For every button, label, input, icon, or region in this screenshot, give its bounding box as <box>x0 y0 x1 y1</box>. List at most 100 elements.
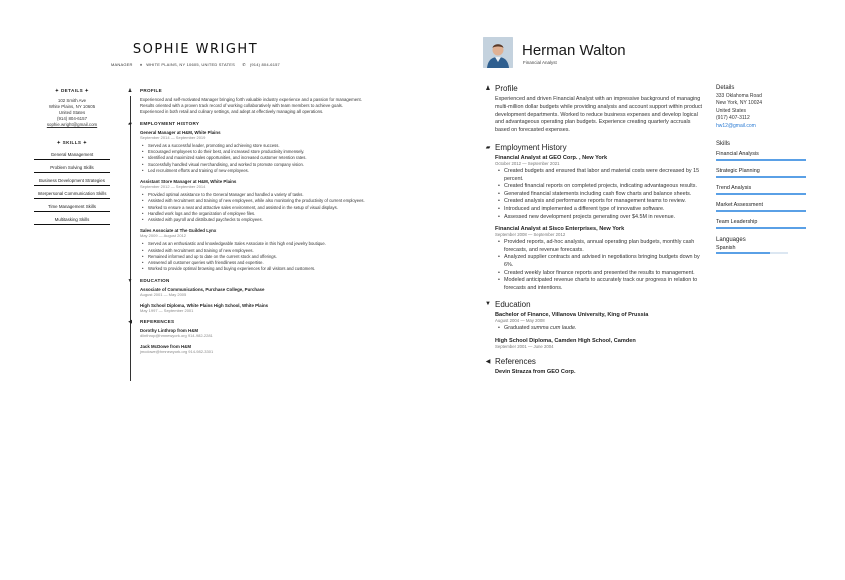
timeline-line <box>129 285 131 330</box>
education-entry: Bachelor of Finance, Villanova Universit… <box>495 312 706 333</box>
job-bullet: Introduced and implemented a different t… <box>495 206 706 214</box>
details-line: (917) 407-3112 <box>716 115 750 122</box>
contact-line: MANAGER ♦WHITE PLAINS, NY 10605, UNITED … <box>18 62 373 67</box>
skill-item: Market Assessment <box>716 200 806 213</box>
job-date: September 2014 — September 2019 <box>140 135 206 140</box>
avatar-photo <box>483 37 513 68</box>
job-entry: Financial Analyst at Sisco Enterprises, … <box>495 226 706 292</box>
skills-heading: ✦ SKILLS ✦ <box>56 140 88 145</box>
job-bullet: Led recruitment efforts and training of … <box>140 168 366 174</box>
job-bullet: Served as an enthusiastic and knowledgea… <box>140 241 366 247</box>
job-bullet: Provided optimal assistance to the Gener… <box>140 192 366 198</box>
job-bullet: Created financial reports on completed p… <box>495 183 706 191</box>
skill-item: Business Development Strategies <box>34 176 110 186</box>
job-bullet: Provided reports, ad-hoc analysis, annua… <box>495 239 706 254</box>
job-title: General Manager at H&M, White Plains <box>140 130 221 135</box>
job-bullet: Successfully handled visual merchandisin… <box>140 162 366 168</box>
person-icon: ♟ <box>127 88 133 94</box>
details-line: 333 Oklahoma Road <box>716 93 762 99</box>
job-bullet: Created budgets and ensured that labor a… <box>495 168 706 183</box>
job-bullet: Served as a successful leader, promoting… <box>140 143 366 149</box>
job-date: May 2009 — August 2012 <box>140 233 187 239</box>
education-title: High School Diploma, White Plains High S… <box>140 302 269 308</box>
briefcase-icon: ▰ <box>485 144 491 151</box>
job-title: Sales Associate at The Guilded Lynx <box>140 228 217 234</box>
education-section: ▼ EDUCATION Associate of Communications,… <box>126 277 366 330</box>
education-title: Associate of Communications, Purchase Co… <box>140 286 265 292</box>
section-title: EDUCATION <box>140 277 170 283</box>
education-section: ▼ Education Bachelor of Finance, Villano… <box>484 300 706 349</box>
job-bullet: Analyzed supplier contracts and advised … <box>495 254 706 269</box>
job-bullet: Assisted with recruitment and training o… <box>140 248 366 254</box>
profile-text: Experienced and driven Financial Analyst… <box>495 96 703 134</box>
job-date: September 2012 — September 2014 <box>140 184 206 190</box>
section-title: Education <box>495 300 531 310</box>
resume-herman-walton: Herman Walton Financial Analyst ♟ Profil… <box>476 30 831 550</box>
skill-item: Problem Solving Skills <box>34 163 110 173</box>
job-bullet: Handled work logs and the organization o… <box>140 211 366 217</box>
education-bullet: Graduated summa cum laude. <box>495 325 706 333</box>
details-line: United States <box>58 110 86 115</box>
job-title: Assistant Store Manager at H&M, White Pl… <box>140 179 237 185</box>
resume-role: Financial Analyst <box>523 60 557 65</box>
left-sidebar: ✦ DETAILS ✦ 102 Smith Ave White Plains, … <box>24 88 120 228</box>
education-entry: High School Diploma, Camden High School,… <box>495 338 706 349</box>
skill-item: Trend Analysis <box>716 183 806 196</box>
reference-name: Jack McDowe from H&M <box>140 343 191 349</box>
contact-address: WHITE PLAINS, NY 10605, UNITED STATES <box>146 62 235 67</box>
section-title: Profile <box>495 84 518 93</box>
skill-item: Team Leadership <box>716 217 806 230</box>
education-date: May 1997 — September 2001 <box>140 307 194 313</box>
job-bullet: Assisted with payroll and distributed pa… <box>140 217 366 223</box>
skill-item: General Management <box>34 150 110 160</box>
contact-phone: (914) 804-6157 <box>249 62 280 67</box>
skills-heading: Skills <box>716 141 731 148</box>
job-entry: Financial Analyst at GEO Corp. , New Yor… <box>495 155 706 221</box>
job-entry: Assistant Store Manager at H&M, White Pl… <box>140 179 366 223</box>
section-title: EMPLOYMENT HISTORY <box>140 121 200 126</box>
language-level-fill <box>716 252 770 255</box>
timeline-line <box>129 326 131 371</box>
skill-item: Interpersonal Communication Skills <box>34 189 110 199</box>
details-line: New York, NY 10024 <box>716 100 763 107</box>
graduation-cap-icon: ▼ <box>127 277 133 284</box>
profile-section: ♟ PROFILE Experienced and self-motivated… <box>126 88 366 132</box>
job-bullet: Created analysis and performance reports… <box>495 198 706 206</box>
details-heading: Details <box>716 85 735 91</box>
skill-item: Strategic Planning <box>716 166 806 179</box>
job-title: Financial Analyst at Sisco Enterprises, … <box>495 226 625 233</box>
megaphone-icon: ◀ <box>485 358 491 365</box>
reference-entry: Jack McDowe from H&M jmcdowe@hmnewyork.o… <box>140 344 366 354</box>
job-bullet: Worked to provide optimal browsing and b… <box>140 266 366 272</box>
details-line: United States <box>716 107 747 114</box>
reference-contact: jmcdowe@hmnewyork.org 914-982-3301 <box>140 348 214 354</box>
resume-name: Herman Walton <box>522 42 626 59</box>
references-section: ◀ REFERENCES Dorothy Linthrop from H&M d… <box>126 318 366 371</box>
job-entry: General Manager at H&M, White Plains Sep… <box>140 130 366 174</box>
profile-text: Experienced and self-motivated Manager b… <box>140 97 362 114</box>
job-bullet: Answered all customer queries with frien… <box>140 260 366 266</box>
location-icon: ♦ <box>139 62 143 67</box>
reference-contact: dlinthrop@hmnewyork.org 914-982-2281 <box>140 332 213 338</box>
job-bullet: Generated financial statements including… <box>495 191 706 199</box>
megaphone-icon: ◀ <box>128 318 132 325</box>
skill-item: Time Management Skills <box>34 202 110 212</box>
job-title: Financial Analyst at GEO Corp. , New Yor… <box>495 154 608 161</box>
job-date: October 2012 — September 2021 <box>495 160 560 166</box>
reference-name: Dorothy Linthrop from H&M <box>140 327 199 333</box>
email-link[interactable]: hw12@gmail.com <box>716 122 756 129</box>
timeline-line <box>129 129 131 381</box>
skill-item: Financial Analysis <box>716 149 806 162</box>
email-link[interactable]: sophie.wright@gmail.com <box>46 122 98 127</box>
resume-name: SOPHIE WRIGHT <box>132 42 259 57</box>
details-heading: ✦ DETAILS ✦ <box>55 88 89 93</box>
details-line: White Plains, NY 10605 <box>48 104 96 109</box>
job-bullet: Assessed new development projects genera… <box>495 214 706 222</box>
details-line: 102 Smith Ave <box>57 98 87 103</box>
job-bullet: Modeled anticipated revenue charts to ac… <box>495 277 706 292</box>
phone-icon: ✆ <box>242 62 246 67</box>
briefcase-icon: ▰ <box>128 121 132 127</box>
education-title: Bachelor of Finance, Villanova Universit… <box>495 312 649 319</box>
job-bullet: Encouraged employees to do their best, a… <box>140 149 366 155</box>
job-bullet: Worked to ensure a neat and attractive s… <box>140 205 366 211</box>
